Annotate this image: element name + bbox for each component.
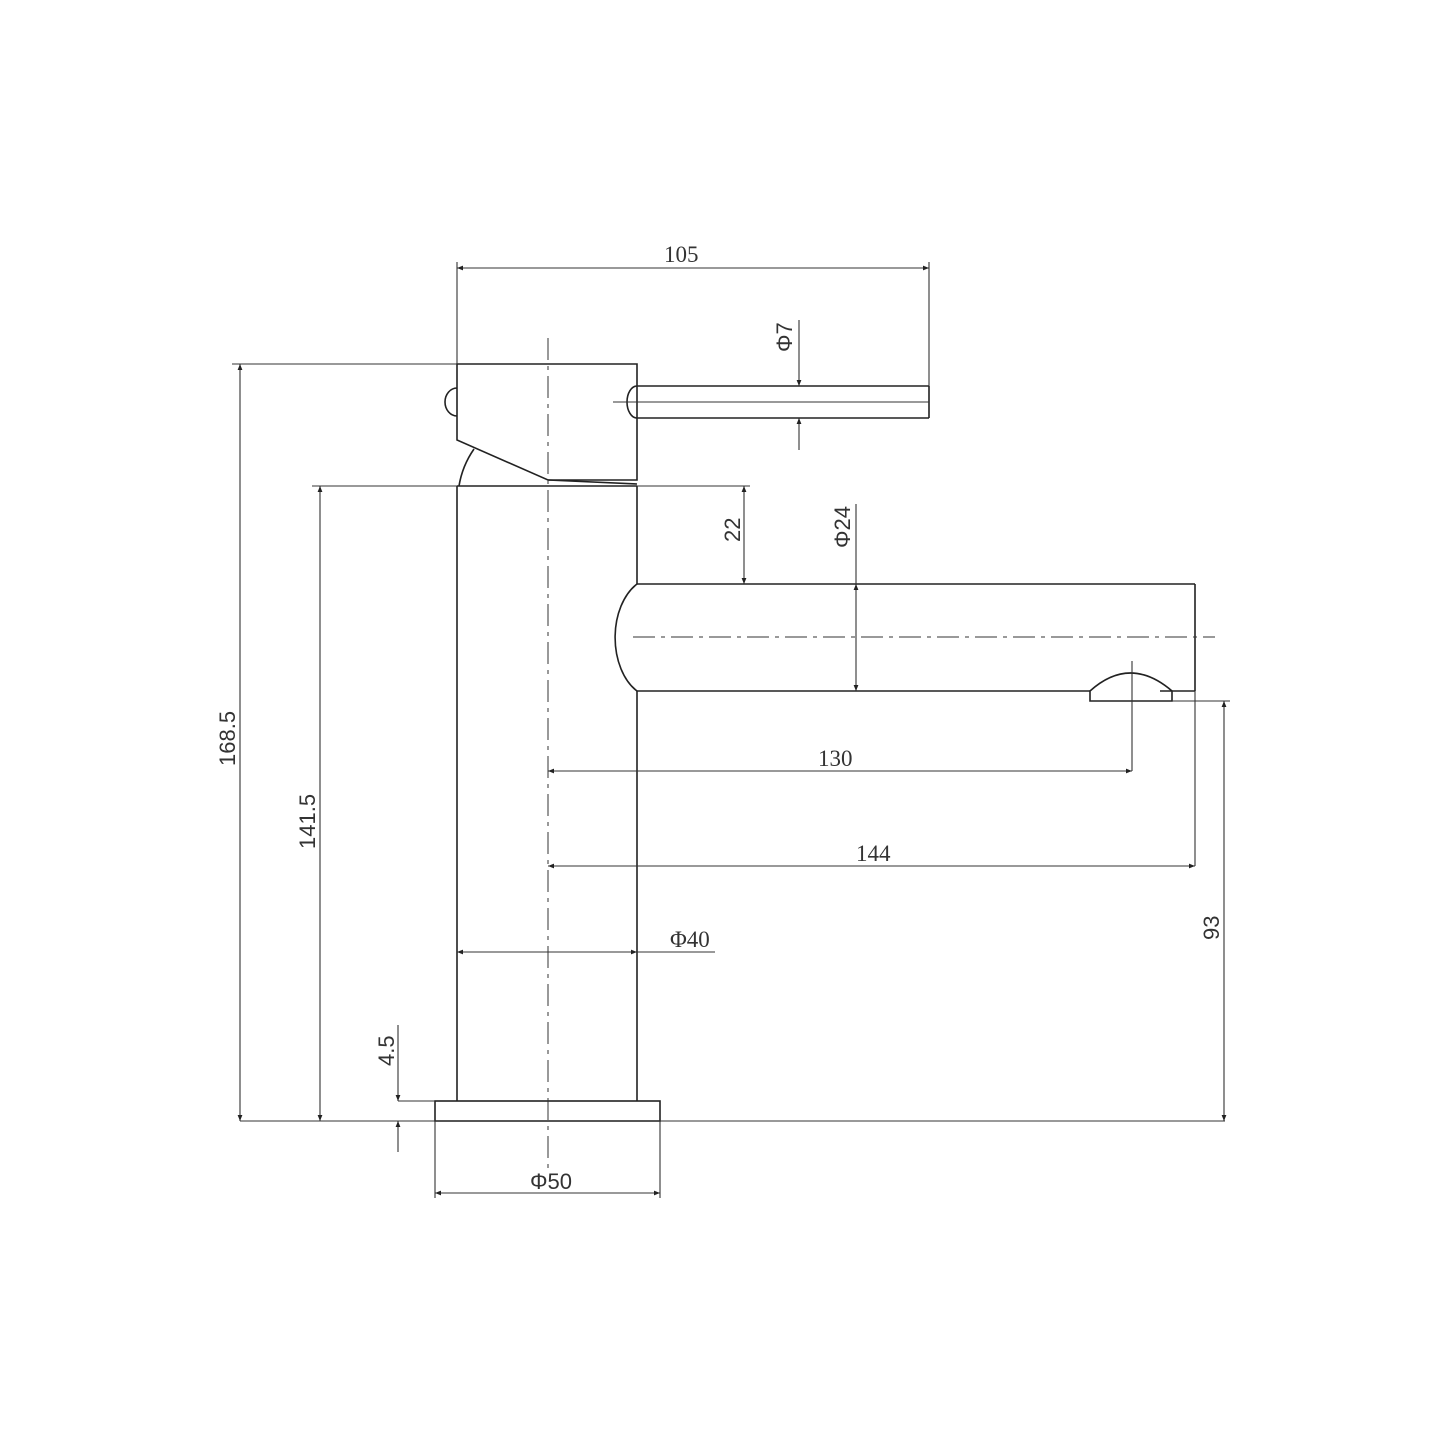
faucet-body [456,485,638,1101]
handle-body [444,363,638,487]
spout [614,583,1215,771]
dim-144-label: 144 [856,841,891,866]
dim-phi40-label: Φ40 [670,927,710,952]
dim-141-5-label: 141.5 [295,793,320,849]
dim-phi24-label: Φ24 [830,505,855,548]
dim-22-label: 22 [720,517,745,542]
dim-phi50-label: Φ50 [530,1169,573,1194]
dim-130-label: 130 [818,746,853,771]
lever [613,385,930,419]
dim-168-5-label: 168.5 [215,710,240,766]
dim-phi7-label: Φ7 [772,322,797,352]
dim-105-label: 105 [664,242,699,267]
dim-4-5-label: 4.5 [374,1035,399,1066]
dim-93-label: 93 [1199,915,1224,940]
